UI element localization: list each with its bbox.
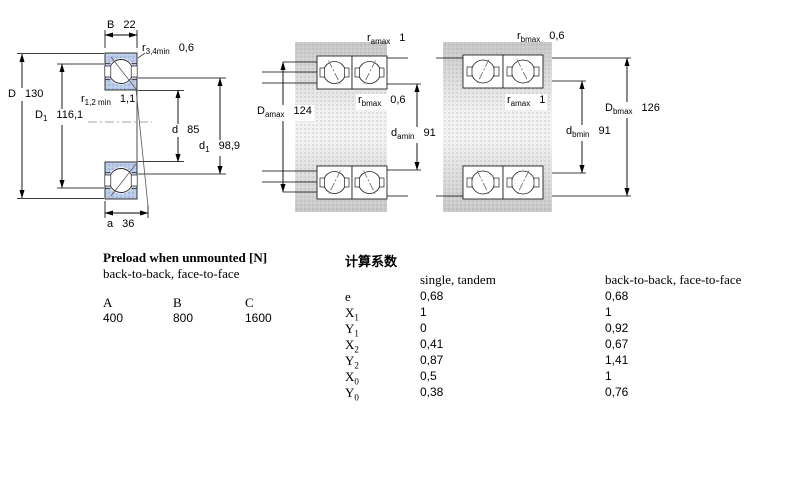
factors-col2-header: back-to-back, face-to-face	[605, 272, 742, 287]
factors-col1-header: single, tandem	[420, 272, 496, 287]
preload-table: Preload when unmounted [N] back-to-back,…	[103, 250, 333, 330]
factors-row-Y1: Y1 0 0,92	[345, 321, 629, 339]
preload-col-C: C	[245, 295, 254, 310]
mounted-pair-drawing-a	[262, 42, 421, 212]
preload-title: Preload when unmounted [N]	[103, 250, 268, 265]
factors-row-X2: X2 0,41 0,67	[345, 337, 629, 355]
factors-row-X0: X0 0,5 1	[345, 369, 612, 387]
bearing-cross-section-drawing	[17, 30, 226, 218]
preload-col-B: B	[173, 295, 182, 310]
preload-subtitle: back-to-back, face-to-face	[103, 266, 240, 281]
factors-title: 计算系数	[345, 254, 398, 269]
factors-row-Y2: Y2 0,87 1,41	[345, 353, 629, 371]
preload-value-C: 1600	[245, 311, 272, 325]
preload-col-A: A	[103, 295, 113, 310]
mounted-pair-drawing-b	[436, 42, 631, 212]
calculation-factors-table: 计算系数 single, tandem back-to-back, face-t…	[345, 250, 785, 410]
preload-value-A: 400	[103, 311, 124, 325]
factors-row-X1: X1 1 1	[345, 305, 612, 323]
factors-row-e: e 0,68 0,68	[345, 289, 629, 304]
preload-value-B: 800	[173, 311, 194, 325]
factors-row-Y0: Y0 0,38 0,76	[345, 385, 629, 403]
